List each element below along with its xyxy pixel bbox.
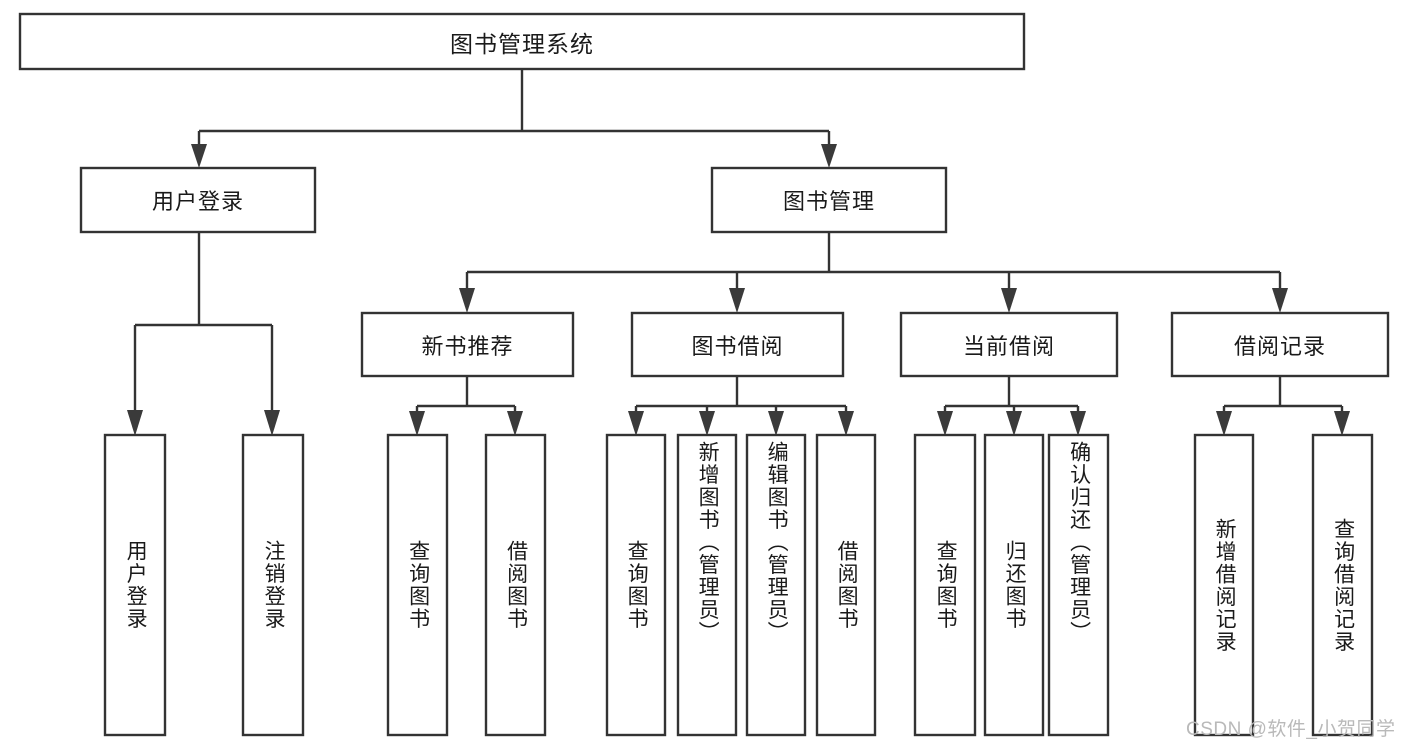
node-box-leaf-borrow-book-1[interactable] [484,433,547,737]
node-box-current-borrow[interactable] [899,311,1119,378]
node-box-book-manage[interactable] [710,166,948,234]
arrow-root-to-user-login [191,144,207,168]
node-box-user-login[interactable] [79,166,317,234]
node-box-borrow-record[interactable] [1170,311,1390,378]
node-box-leaf-query-book-3[interactable] [913,433,977,737]
arrow-to-leaf-edit-book [768,411,784,436]
node-box-leaf-borrow-book-2[interactable] [815,433,877,737]
node-box-leaf-edit-book[interactable] [745,433,807,737]
node-box-leaf-query-book-2[interactable] [605,433,667,737]
connector-group-root [191,69,837,168]
arrow-to-leaf-add-book [699,411,715,436]
arrow-to-leaf-query-book-2 [628,411,644,436]
arrow-to-borrow-record [1272,288,1288,313]
node-box-leaf-add-record[interactable] [1193,433,1255,737]
node-box-leaf-user-login[interactable] [103,433,167,737]
arrow-to-leaf-borrow-book-1 [507,411,523,436]
node-box-new-book-recommend[interactable] [360,311,575,378]
connector-group-borrow-record [1216,376,1350,436]
connector-group-user-login [127,232,280,436]
connector-group-book-borrow [628,376,854,436]
node-box-leaf-query-book-1[interactable] [386,433,449,737]
arrow-to-leaf-confirm-return [1070,411,1086,436]
arrow-to-leaf-user-login [127,410,143,436]
arrow-to-leaf-user-logout [264,410,280,436]
arrow-to-current-borrow [1001,288,1017,313]
arrow-to-leaf-add-record [1216,411,1232,436]
connector-group-current-borrow [937,376,1086,436]
arrow-to-leaf-query-record [1334,411,1350,436]
arrow-to-leaf-return-book [1006,411,1022,436]
node-box-leaf-return-book[interactable] [983,433,1045,737]
arrow-to-leaf-borrow-book-2 [838,411,854,436]
arrow-to-leaf-query-book-3 [937,411,953,436]
connector-group-new-book-recommend [409,376,523,436]
arrow-to-new-book-recommend [459,288,475,313]
node-box-book-borrow[interactable] [630,311,845,378]
node-box-root[interactable] [18,12,1026,71]
arrow-to-leaf-query-book-1 [409,411,425,436]
arrow-root-to-book-manage [821,144,837,168]
node-box-leaf-user-logout[interactable] [241,433,305,737]
node-box-leaf-confirm-return[interactable] [1047,433,1110,737]
node-box-leaf-query-record[interactable] [1311,433,1374,737]
node-box-leaf-add-book[interactable] [676,433,738,737]
connector-group-book-manage [459,232,1288,313]
arrow-to-book-borrow [729,288,745,313]
